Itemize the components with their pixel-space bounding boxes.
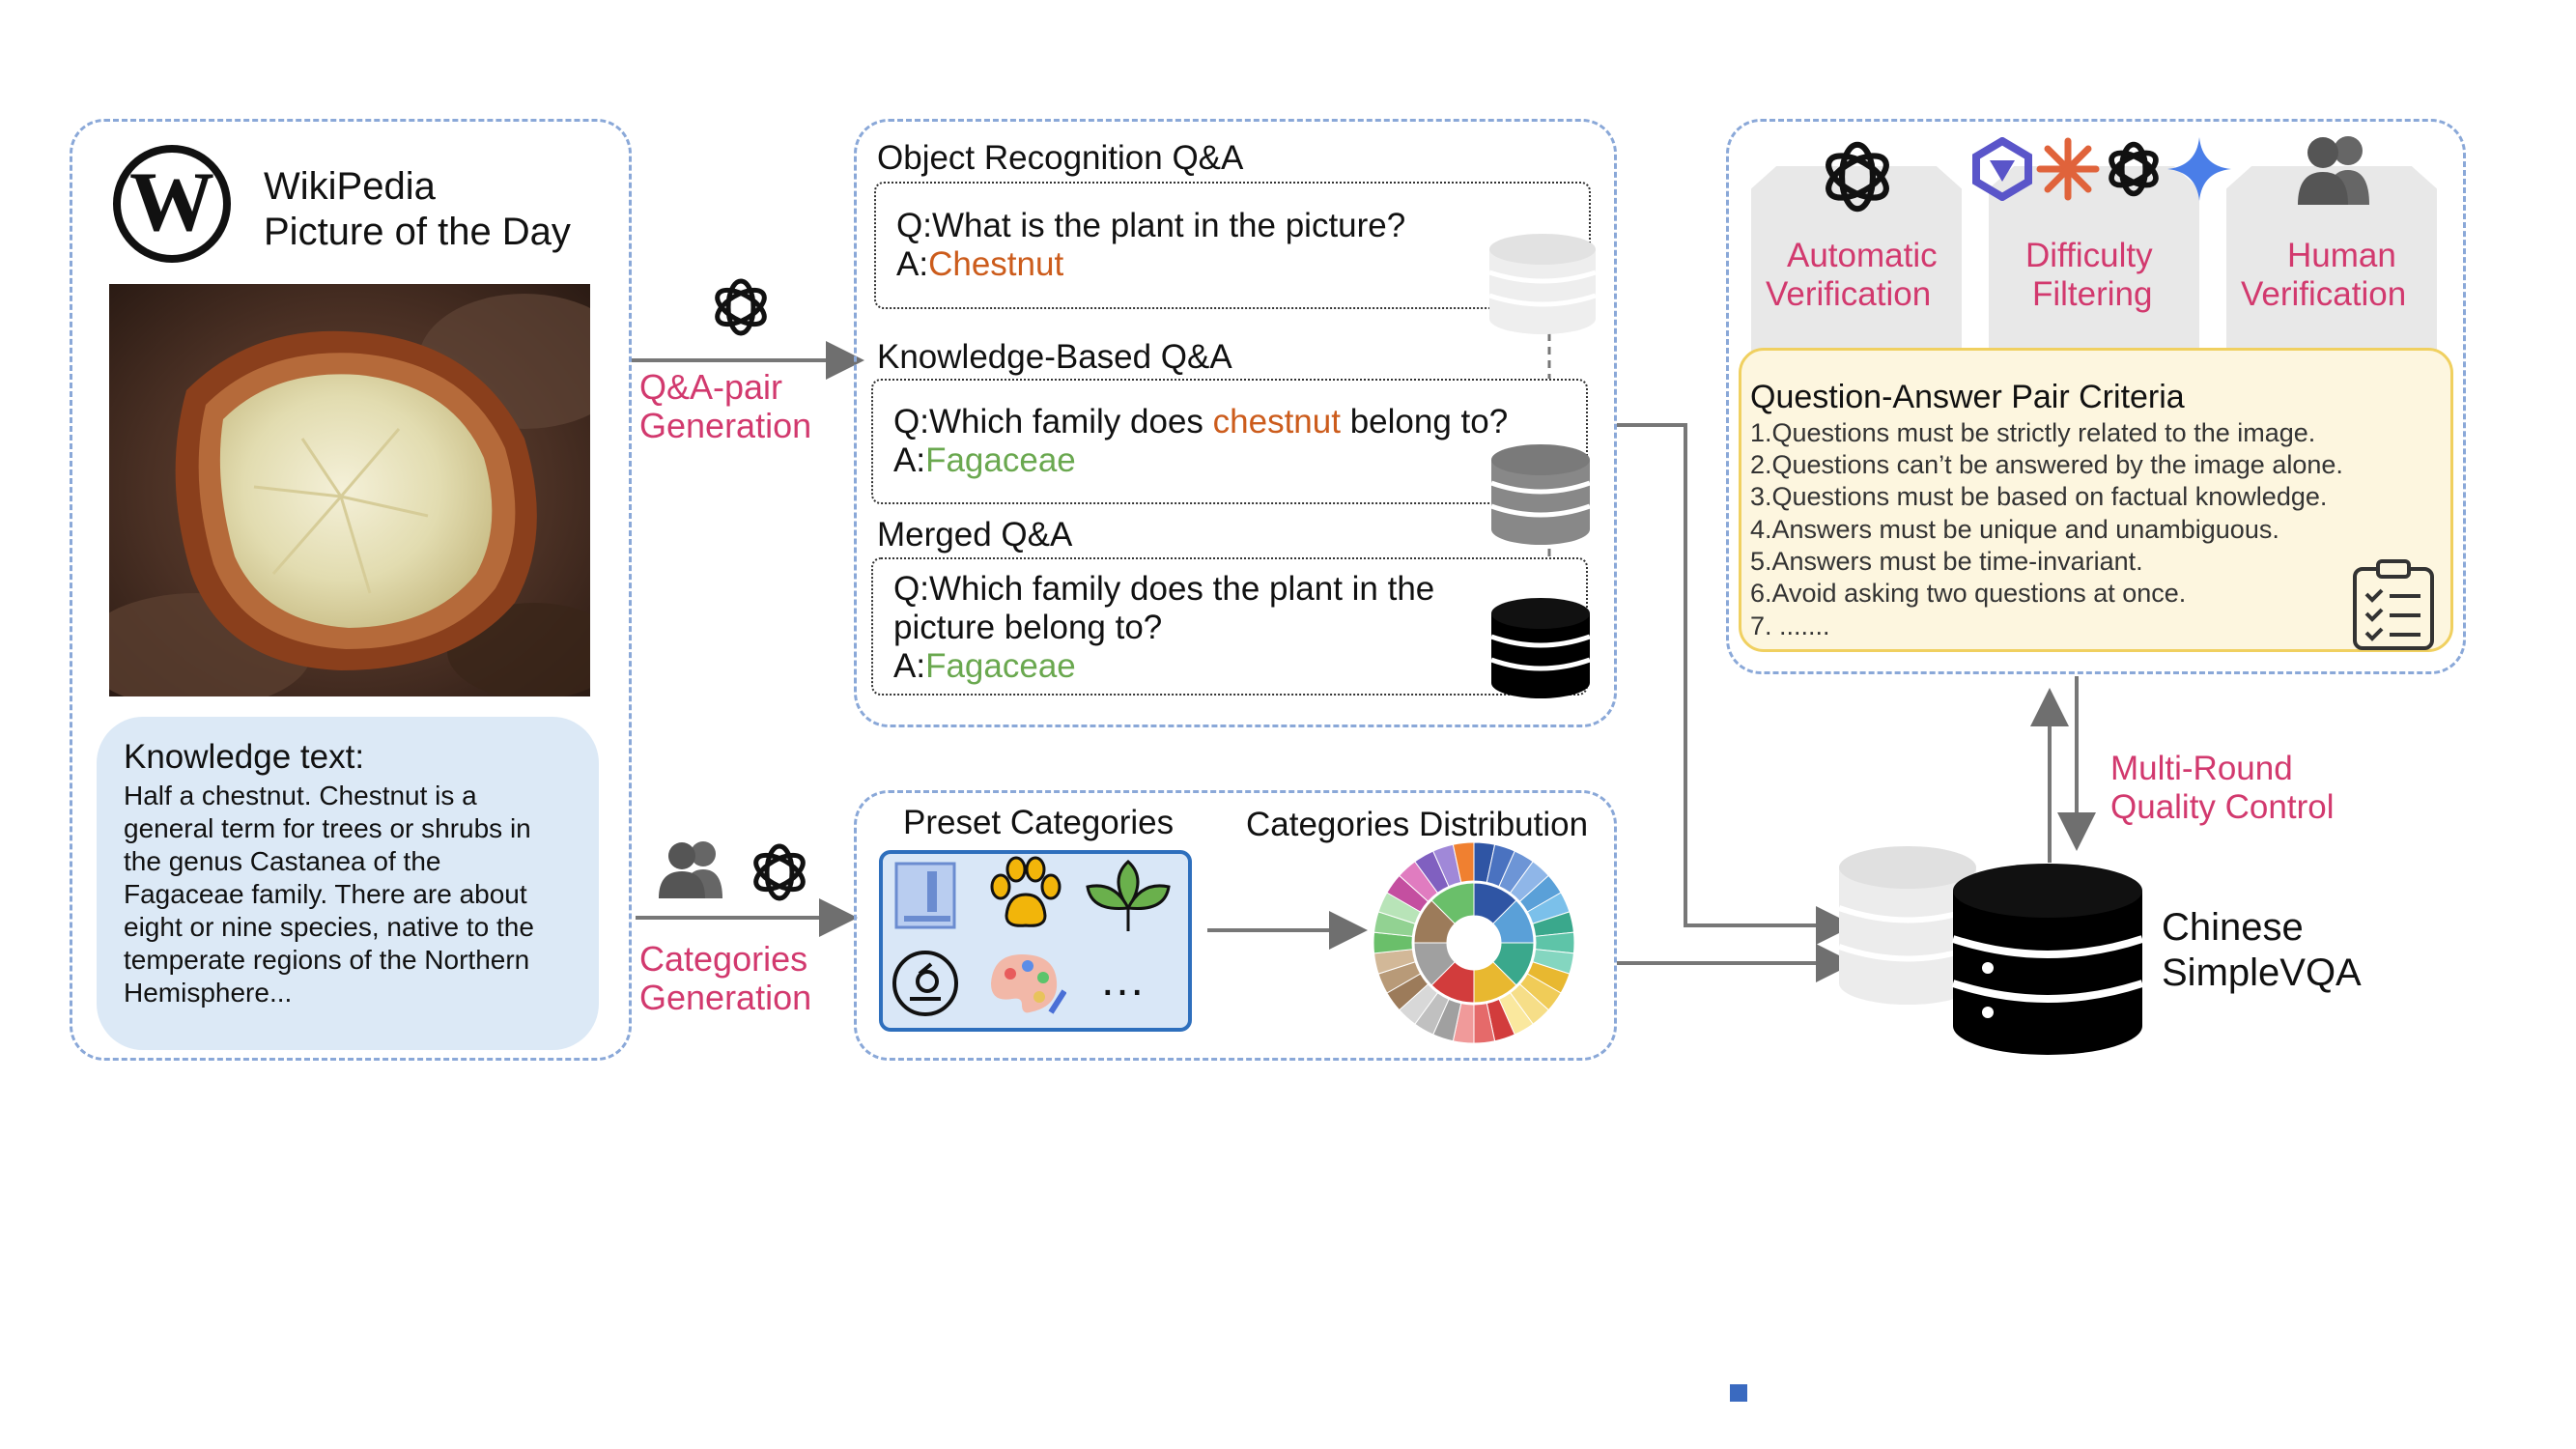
knowledge-line: eight or nine species, native to the xyxy=(124,912,534,942)
knowledge-line: Hemisphere... xyxy=(124,978,293,1008)
merged-question-line1: Q:Which family does the plant in the xyxy=(893,570,1435,608)
answer-prefix: A: xyxy=(893,441,926,479)
merged-answer: A:Fagaceae xyxy=(893,645,1076,688)
question-suffix: belong to? xyxy=(1340,403,1509,440)
paw-icon xyxy=(990,856,1062,927)
gemini-icon xyxy=(2167,137,2231,201)
automatic-verification-label-line2: Verification xyxy=(1766,275,1932,313)
knowledge-line: Fagaceae family. There are about xyxy=(124,879,527,909)
knowledge-box xyxy=(97,717,599,1050)
qa-generation-label-line1: Q&A-pair xyxy=(639,367,783,407)
claude-icon xyxy=(2036,137,2100,201)
database-black-icon xyxy=(1490,598,1591,698)
openai-icon xyxy=(2109,141,2159,197)
more-categories: … xyxy=(1099,954,1146,1006)
categories-distribution-chart xyxy=(1373,841,1575,1044)
question-prefix: Q:Which family does xyxy=(893,403,1213,440)
people-icon xyxy=(659,841,722,898)
qa-generation-label-line2: Generation xyxy=(639,406,812,445)
openai-icon xyxy=(715,278,767,336)
qa-to-database-arrow xyxy=(1617,423,1854,945)
object-recognition-answer: A:Chestnut xyxy=(896,243,1063,286)
verification-panel xyxy=(1726,119,2466,674)
wikipedia-logo: W xyxy=(113,145,231,263)
categories-generation-label-line2: Generation xyxy=(639,978,812,1017)
criteria-item: 2.Questions can’t be answered by the ima… xyxy=(1750,450,2343,479)
criteria-item: 5.Answers must be time-invariant. xyxy=(1750,547,2143,576)
criteria-item: 4.Answers must be unique and unambiguous… xyxy=(1750,515,2279,544)
knowledge-line: the genus Castanea of the xyxy=(124,846,441,876)
preset-categories-title: Preset Categories xyxy=(903,804,1175,841)
object-recognition-title: Object Recognition Q&A xyxy=(877,139,1244,177)
object-recognition-question: Q:What is the plant in the picture? xyxy=(896,207,1406,244)
question-entity: chestnut xyxy=(1212,403,1341,440)
categories-panel xyxy=(854,790,1617,1061)
clipboard-icon xyxy=(2353,559,2434,650)
answer-value: Fagaceae xyxy=(925,647,1076,685)
microscope-icon xyxy=(892,951,958,1016)
openai-icon xyxy=(753,843,806,901)
criteria-title: Question-Answer Pair Criteria xyxy=(1750,379,2185,415)
criteria-item: 7. ....... xyxy=(1750,611,1830,640)
source-title-line1: WikiPedia xyxy=(264,165,436,208)
database-black-icon xyxy=(1951,864,2144,1055)
building-icon xyxy=(894,862,956,929)
openai-icon xyxy=(1826,141,1889,213)
knowledge-line: Half a chestnut. Chestnut is a xyxy=(124,781,477,810)
knowledge-line: general term for trees or shrubs in xyxy=(124,813,531,843)
answer-value: Chestnut xyxy=(928,245,1064,283)
criteria-item: 1.Questions must be strictly related to … xyxy=(1750,418,2316,447)
merged-title: Merged Q&A xyxy=(877,516,1073,554)
answer-value: Fagaceae xyxy=(925,441,1076,479)
difficulty-filtering-label-line2: Filtering xyxy=(2032,275,2153,313)
wikipedia-logo-letter: W xyxy=(129,156,214,249)
difficulty-filtering-label-line1: Difficulty xyxy=(2025,237,2153,274)
output-title-line2: SimpleVQA xyxy=(2162,952,2362,994)
source-panel xyxy=(70,119,632,1061)
knowledge-based-question: Q:Which family does chestnut belong to? xyxy=(893,401,1508,443)
criteria-box xyxy=(1739,348,2453,652)
qwen-icon xyxy=(1972,137,2032,201)
categories-distribution-title: Categories Distribution xyxy=(1246,806,1589,843)
human-verification-label-line1: Human xyxy=(2287,237,2396,274)
knowledge-based-answer: A:Fagaceae xyxy=(893,440,1076,482)
knowledge-based-box xyxy=(871,379,1588,504)
sunburst-inner-segment xyxy=(1430,882,1475,924)
answer-prefix: A: xyxy=(896,245,929,283)
multi-round-label-line2: Quality Control xyxy=(2110,788,2335,826)
database-light-icon xyxy=(1838,846,1977,1005)
human-icon xyxy=(2298,136,2369,205)
chestnut-photo xyxy=(109,284,590,696)
output-title-line1: Chinese xyxy=(2162,906,2304,949)
knowledge-title: Knowledge text: xyxy=(124,738,365,776)
palette-icon xyxy=(991,954,1066,1014)
source-title-line2: Picture of the Day xyxy=(264,211,571,253)
object-recognition-box xyxy=(874,182,1591,309)
knowledge-line: temperate regions of the Northern xyxy=(124,945,530,975)
human-verification-label-line2: Verification xyxy=(2241,275,2407,313)
difficulty-filtering-card xyxy=(1989,166,2199,355)
database-light-icon xyxy=(1488,234,1597,334)
qa-panel xyxy=(854,119,1617,727)
database-gray-icon xyxy=(1490,444,1591,545)
merged-box xyxy=(871,557,1588,696)
knowledge-based-title: Knowledge-Based Q&A xyxy=(877,338,1232,376)
automatic-verification-label-line1: Automatic xyxy=(1787,237,1938,274)
answer-prefix: A: xyxy=(893,647,926,685)
leaf-icon xyxy=(1086,859,1171,931)
sunburst-outer-segment xyxy=(1452,841,1475,883)
criteria-item: 6.Avoid asking two questions at once. xyxy=(1750,579,2187,608)
categories-generation-label-line1: Categories xyxy=(639,939,808,979)
multi-round-label-line1: Multi-Round xyxy=(2110,750,2293,787)
merged-question-line2: picture belong to? xyxy=(893,609,1163,646)
criteria-item: 3.Questions must be based on factual kno… xyxy=(1750,482,2328,511)
blue-square-marker xyxy=(1730,1384,1747,1402)
